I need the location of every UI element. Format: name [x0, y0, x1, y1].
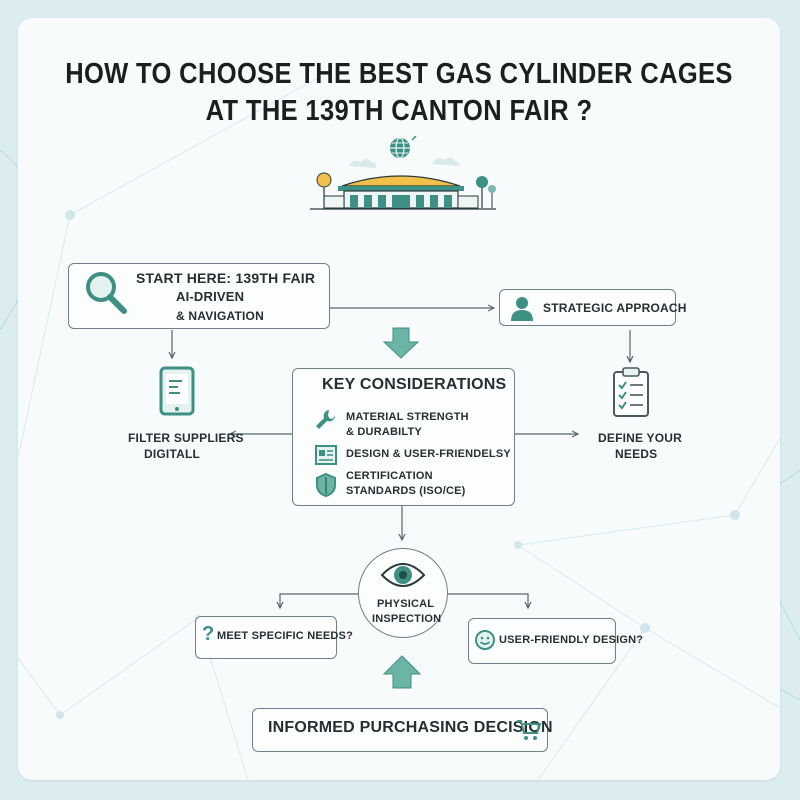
- informed-decision-label: INFORMED PURCHASING DECISION: [268, 719, 553, 736]
- start-here-line-1: START HERE: 139TH FAIR: [136, 270, 316, 286]
- shield-icon: [316, 472, 336, 498]
- flow-connectors: [18, 18, 780, 689]
- title-line-2: AT THE 139TH CANTON FAIR ?: [205, 95, 593, 127]
- start-here-line-3: & NAVIGATION: [176, 309, 264, 323]
- certification-line-1: CERTIFICATION: [346, 470, 433, 482]
- title-line-1: HOW TO CHOOSE THE BEST GAS CYLINDER CAGE…: [65, 58, 733, 90]
- card-network-pattern: [18, 77, 780, 780]
- material-strength-line-1: MATERIAL STRENGTH: [346, 411, 469, 423]
- building-icon: [310, 136, 496, 210]
- certification-line-2: STANDARDS (ISO/CE): [346, 485, 466, 497]
- strategic-approach-label: STRATEGIC APPROACH: [543, 301, 687, 315]
- eye-icon: [380, 563, 426, 587]
- cart-icon: [517, 720, 542, 740]
- tablet-icon: [159, 366, 195, 416]
- user-friendly-design-label: USER-FRIENDLY DESIGN?: [499, 634, 644, 646]
- filter-suppliers-line-1: FILTER SUPPLIERS: [128, 431, 244, 445]
- page-title: HOW TO CHOOSE THE BEST GAS CYLINDER CAGE…: [64, 56, 735, 130]
- clipboard-checklist-icon: [613, 367, 649, 417]
- down-arrow: [382, 327, 420, 359]
- material-strength-line-2: & DURABILTY: [346, 426, 422, 438]
- start-here-box: [68, 263, 330, 329]
- informed-decision-box: [252, 708, 548, 752]
- smiley-icon: [475, 630, 495, 650]
- physical-inspection-line-2: INSPECTION: [372, 613, 442, 625]
- person-icon: [511, 297, 533, 321]
- globe-icon: [390, 136, 417, 159]
- define-needs-line-2: NEEDS: [615, 447, 658, 461]
- magnifier-icon: [86, 272, 127, 314]
- start-here-line-2: AI-DRIVEN: [176, 289, 245, 304]
- filter-suppliers-line-2: DIGITALL: [144, 447, 201, 461]
- key-considerations-title: KEY CONSIDERATIONS: [322, 376, 507, 393]
- up-arrow: [382, 655, 422, 689]
- meet-specific-needs-box: [195, 616, 337, 659]
- wrench-icon: [316, 410, 335, 429]
- design-user-friendly-label: DESIGN & USER-FRIENDELSY: [346, 448, 511, 460]
- physical-inspection-line-1: PHYSICAL: [377, 598, 435, 610]
- define-needs-line-1: DEFINE YOUR: [598, 431, 682, 445]
- meet-specific-needs-label: MEET SPECIFIC NEEDS?: [217, 630, 354, 642]
- infographic-card: HOW TO CHOOSE THE BEST GAS CYLINDER CAGE…: [18, 18, 780, 780]
- question-mark-icon: ?: [202, 623, 215, 645]
- document-icon: [315, 445, 337, 465]
